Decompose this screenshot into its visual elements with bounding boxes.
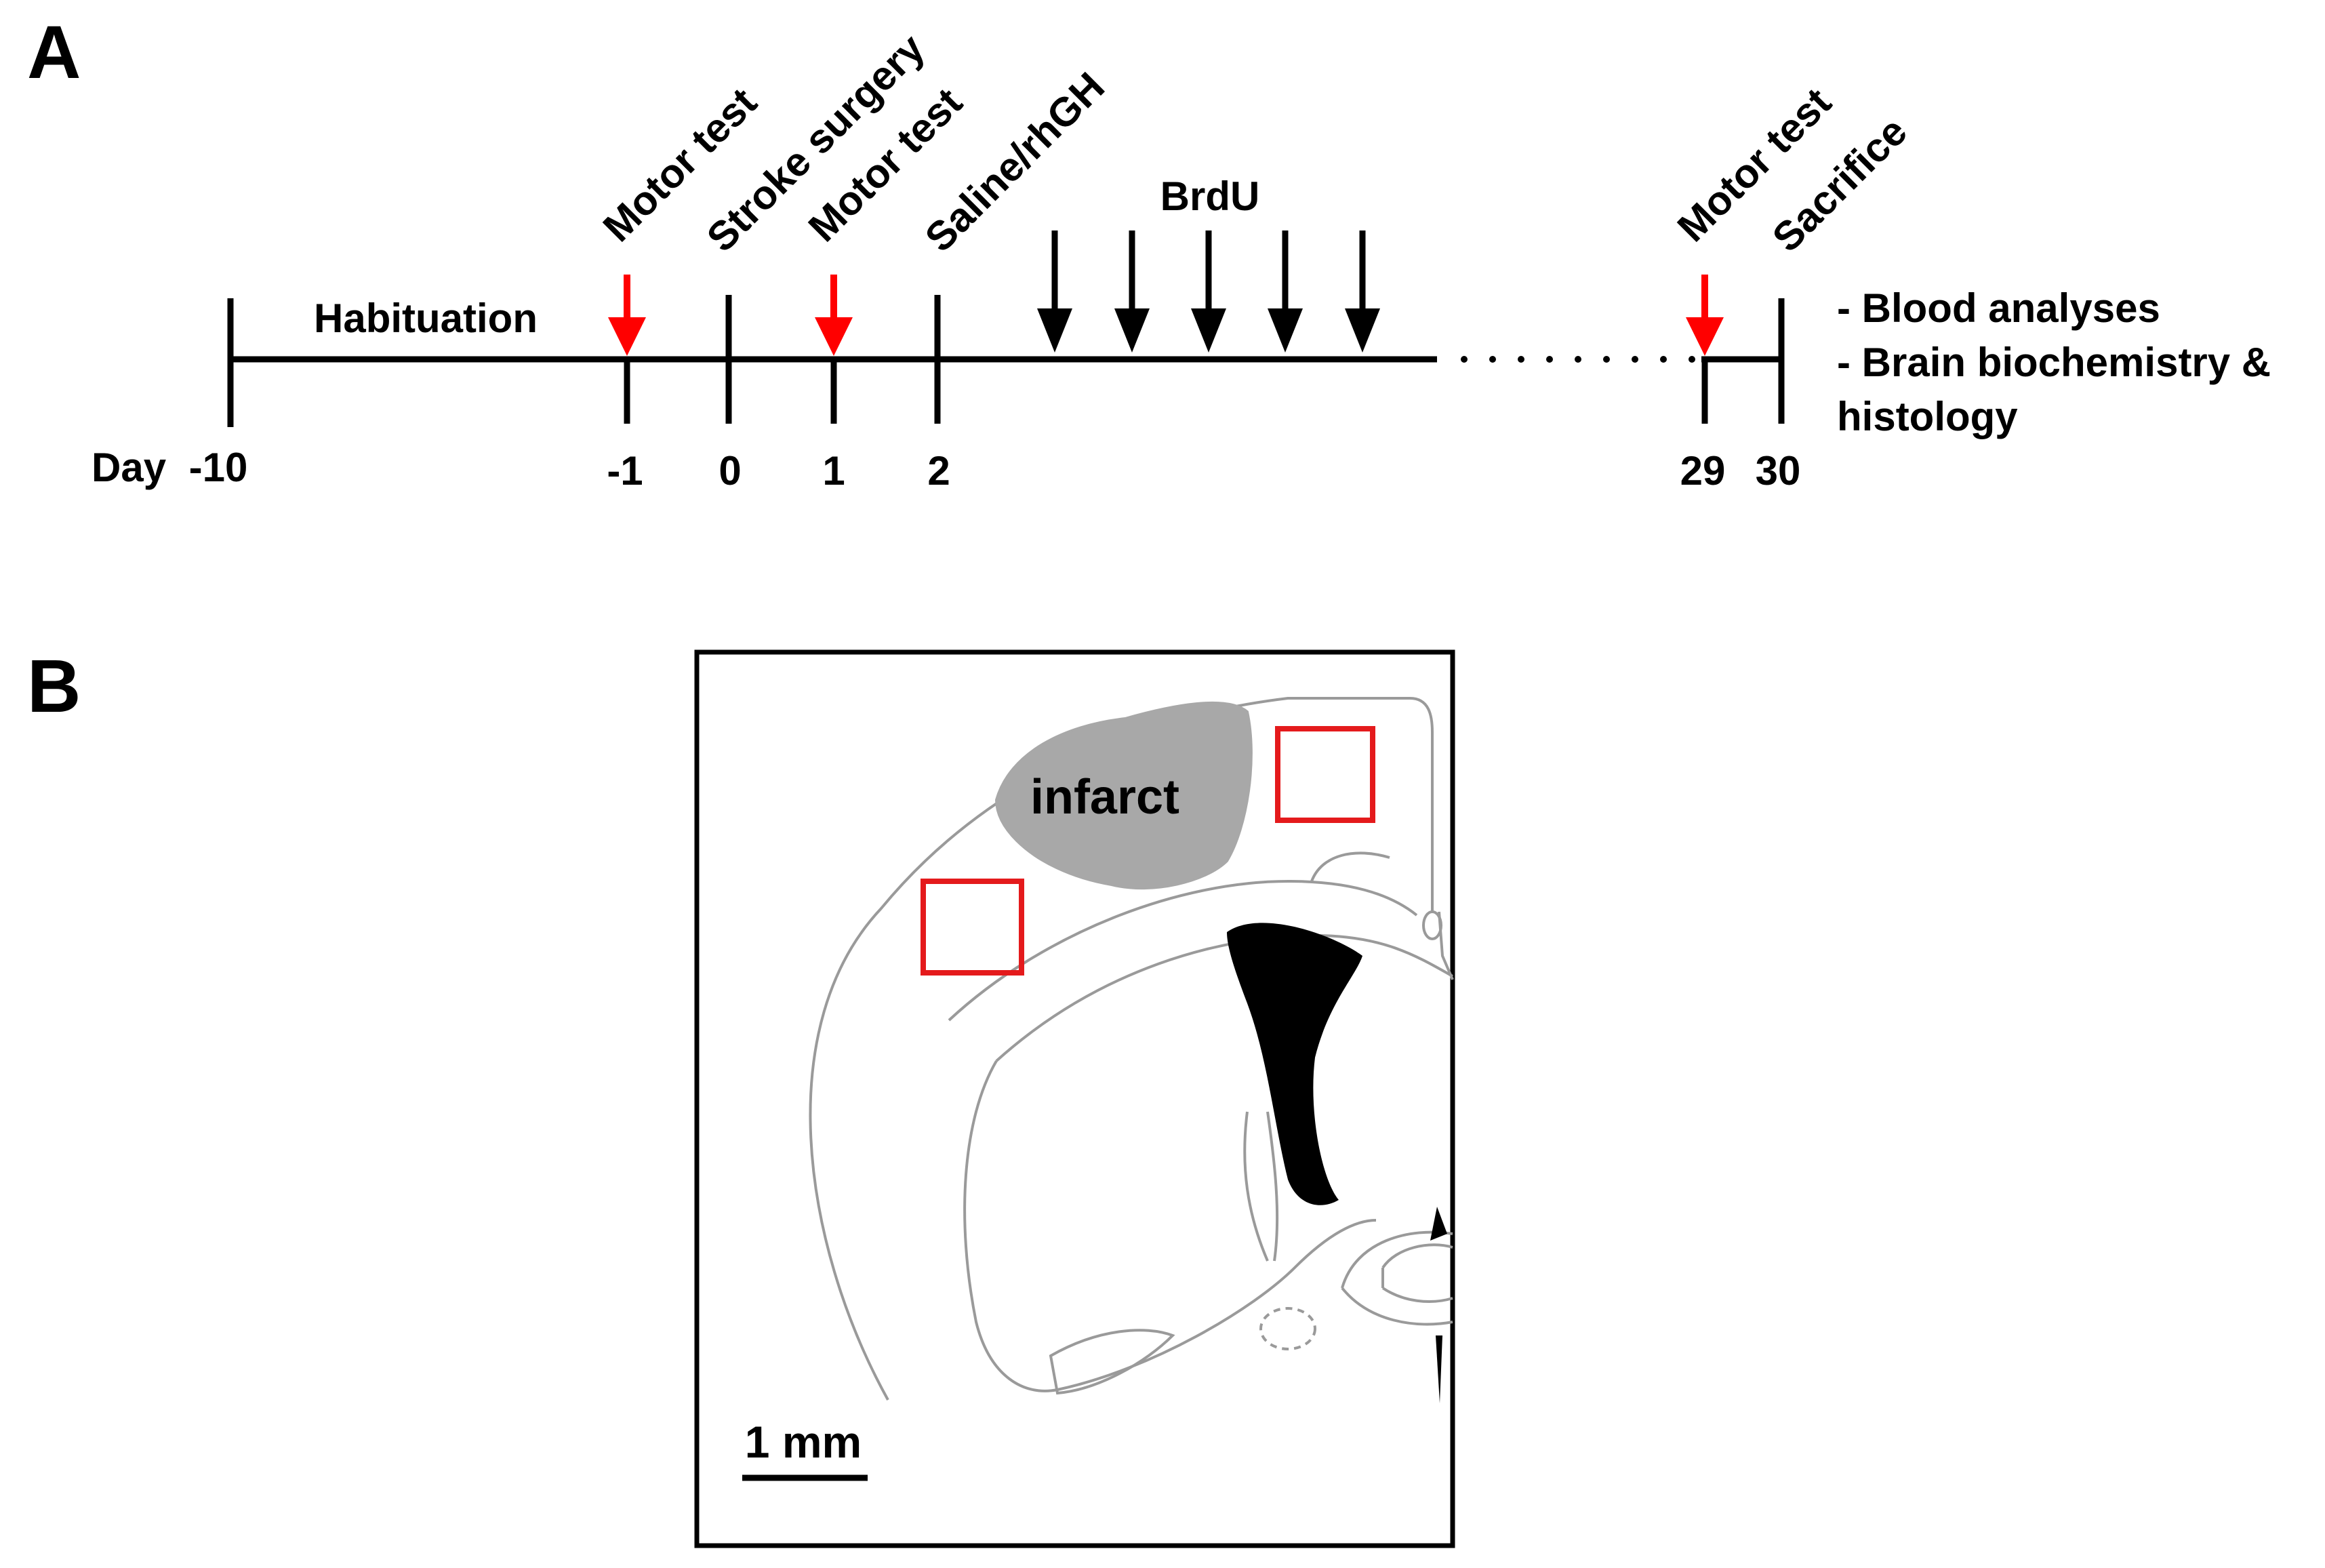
lateral-ventricle — [1227, 923, 1362, 1205]
tick-label: 2 — [927, 448, 950, 494]
motor-test-arrow — [815, 275, 853, 356]
motor-test-arrow — [1686, 275, 1724, 356]
roi-box — [1275, 726, 1375, 823]
day-label: Day — [92, 445, 167, 490]
third-ventricle — [1436, 1335, 1442, 1403]
panel-a: A Habituation Day -10 -1 0 1 2 29 30 Mot… — [27, 11, 2271, 494]
tick-label: 29 — [1680, 448, 1726, 494]
tick-label: -10 — [189, 445, 248, 490]
brdu-injection-arrow — [1191, 230, 1226, 353]
brdu-injection-arrow — [1268, 230, 1303, 353]
infarct-region — [994, 701, 1253, 890]
outcome-item: - Blood analyses — [1837, 285, 2160, 331]
motor-test-arrow — [608, 275, 646, 356]
panel-b: B — [27, 645, 1455, 1548]
tick-label: 30 — [1756, 448, 1801, 494]
outcome-item: histology — [1837, 394, 2018, 439]
tick-label: -1 — [607, 448, 643, 494]
panel-b-label: B — [27, 645, 81, 728]
brdu-injection-arrow — [1037, 230, 1072, 353]
panel-a-label: A — [27, 11, 81, 94]
brdu-injection-arrow — [1345, 230, 1380, 353]
scale-bar-label: 1 mm — [745, 1417, 862, 1467]
tick-label: 1 — [822, 448, 845, 494]
event-label-brdu: BrdU — [1160, 174, 1260, 219]
brdu-injection-arrow — [1114, 230, 1150, 353]
outcome-item: - Brain biochemistry & — [1837, 340, 2271, 385]
infarct-label: infarct — [1030, 770, 1179, 824]
third-ventricle — [1430, 1207, 1447, 1241]
roi-box — [921, 879, 1024, 976]
tick-label: 0 — [719, 448, 741, 494]
habituation-label: Habituation — [314, 296, 538, 341]
